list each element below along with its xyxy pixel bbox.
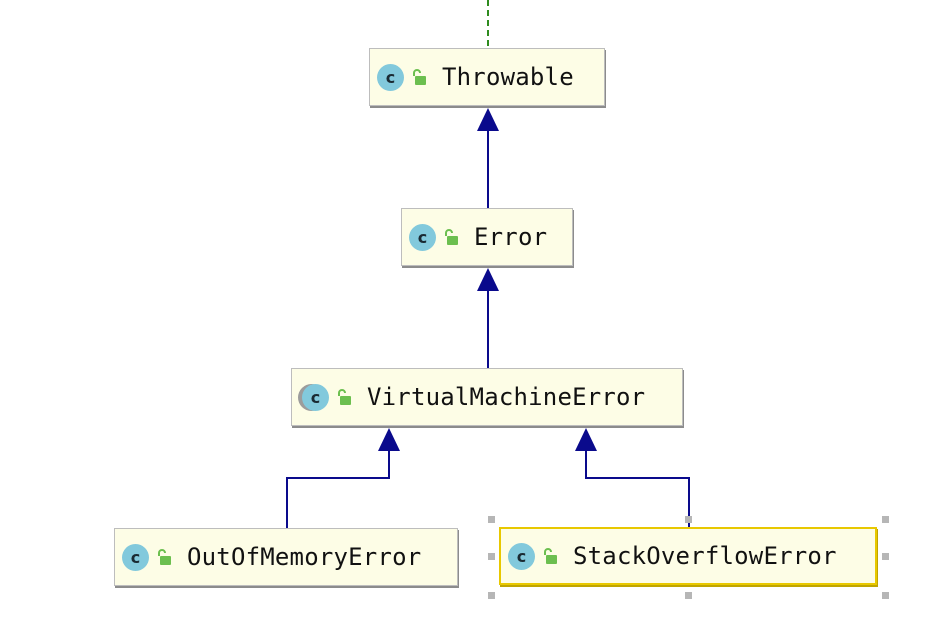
arrowhead <box>477 268 499 291</box>
class-icon: c <box>409 223 436 251</box>
class-name: Throwable <box>442 63 574 91</box>
arrowhead <box>575 428 597 451</box>
public-lock-icon <box>338 389 351 405</box>
class-node-outofmemoryerror[interactable]: c OutOfMemoryError <box>114 528 458 586</box>
resize-handle-bottom-center[interactable] <box>685 592 692 599</box>
class-name: Error <box>474 223 548 251</box>
extends-edge-virtualmachineerror-error <box>477 268 499 368</box>
class-node-error[interactable]: c Error <box>401 208 573 266</box>
extends-edge-stackoverflowerror-virtualmachineerror <box>575 428 690 528</box>
class-node-virtualmachineerror[interactable]: c VirtualMachineError <box>291 368 683 426</box>
resize-handle-middle-left[interactable] <box>488 553 495 560</box>
resize-handle-top-left[interactable] <box>488 516 495 523</box>
class-icon: c <box>122 543 149 571</box>
class-node-stackoverflowerror[interactable]: c StackOverflowError <box>499 527 877 585</box>
arrowhead <box>477 108 499 131</box>
public-lock-icon <box>544 548 557 564</box>
extends-edge-error-throwable <box>477 108 499 208</box>
public-lock-icon <box>413 69 426 85</box>
class-icon: c <box>377 63 404 91</box>
class-name: VirtualMachineError <box>367 383 646 411</box>
class-name: OutOfMemoryError <box>187 543 422 571</box>
resize-handle-middle-right[interactable] <box>882 553 889 560</box>
resize-handle-top-right[interactable] <box>882 516 889 523</box>
abstract-class-icon: c <box>302 383 329 411</box>
resize-handle-top-center[interactable] <box>685 516 692 523</box>
public-lock-icon <box>158 549 171 565</box>
class-name: StackOverflowError <box>573 542 837 570</box>
class-node-throwable[interactable]: c Throwable <box>369 48 605 106</box>
arrowhead <box>378 428 400 451</box>
resize-handle-bottom-right[interactable] <box>882 592 889 599</box>
public-lock-icon <box>445 229 458 245</box>
extends-edge-outofmemoryerror-virtualmachineerror <box>286 428 400 528</box>
class-icon: c <box>508 542 535 570</box>
resize-handle-bottom-left[interactable] <box>488 592 495 599</box>
